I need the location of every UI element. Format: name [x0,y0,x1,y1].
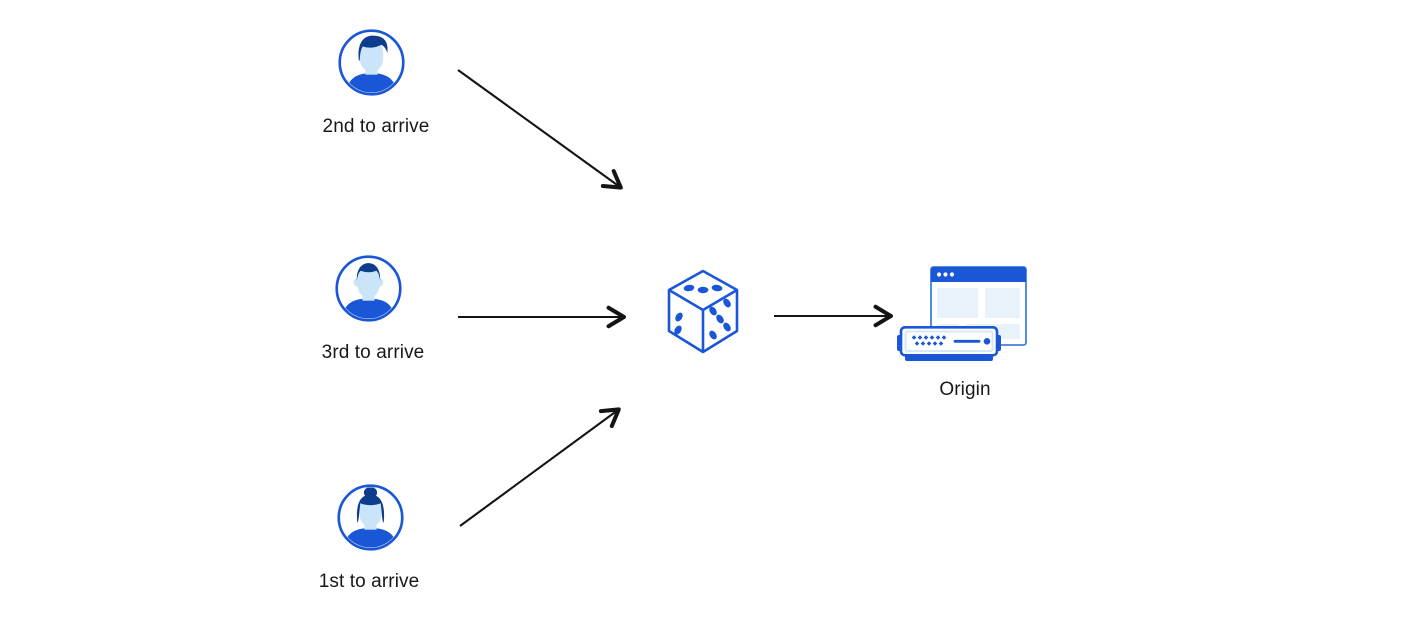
male-avatar-short-hair-icon [335,255,402,322]
user-third-label: 3rd to arrive [321,342,425,363]
user-second-label: 2nd to arrive [322,116,430,137]
arrow-user-first-to-randomizer [459,407,621,527]
arrow-user-second-to-randomizer [457,69,623,190]
user-first-label: 1st to arrive [318,571,420,592]
origin-label: Origin [939,379,991,400]
male-avatar-swoop-hair-icon [338,29,405,96]
female-avatar-bun-icon [337,484,404,551]
server-icon [897,326,1001,364]
dice-icon [665,267,741,357]
